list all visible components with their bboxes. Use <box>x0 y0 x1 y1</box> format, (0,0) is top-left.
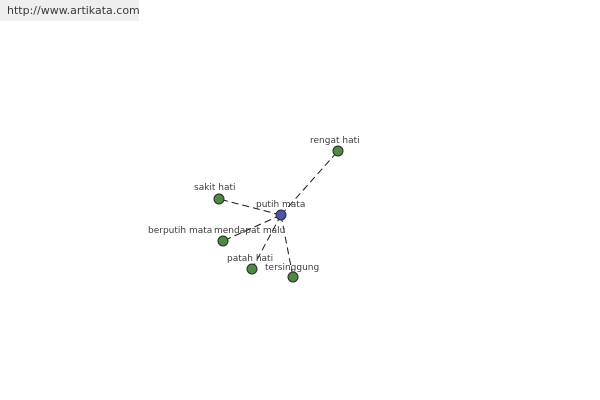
node-label-mendapat-malu[interactable]: mendapat malu <box>214 226 285 236</box>
node-rengat-hati[interactable] <box>332 145 344 157</box>
node-label-putih-mata[interactable]: putih mata <box>256 200 305 210</box>
edge-putih-mata-to-rengat-hati <box>280 150 339 216</box>
node-sakit-hati[interactable] <box>213 193 225 205</box>
edges-layer <box>218 150 339 278</box>
labels-layer: putih mata rengat hati sakit hati berputih … <box>148 136 360 273</box>
site-url[interactable]: http://www.artikata.com <box>0 0 140 21</box>
node-label-rengat-hati[interactable]: rengat hati <box>310 136 360 146</box>
node-label-patah-hati[interactable]: patah hati <box>227 254 273 264</box>
node-patah-hati[interactable] <box>246 263 258 275</box>
node-label-berputih-mata[interactable]: berputih mata <box>148 226 212 236</box>
node-tersinggung[interactable] <box>287 271 299 283</box>
node-putih-mata[interactable] <box>275 209 287 221</box>
node-label-tersinggung[interactable]: tersinggung <box>265 263 319 273</box>
nodes-layer <box>213 145 344 283</box>
node-berputih-mata[interactable] <box>217 235 229 247</box>
node-label-sakit-hati[interactable]: sakit hati <box>194 183 236 193</box>
